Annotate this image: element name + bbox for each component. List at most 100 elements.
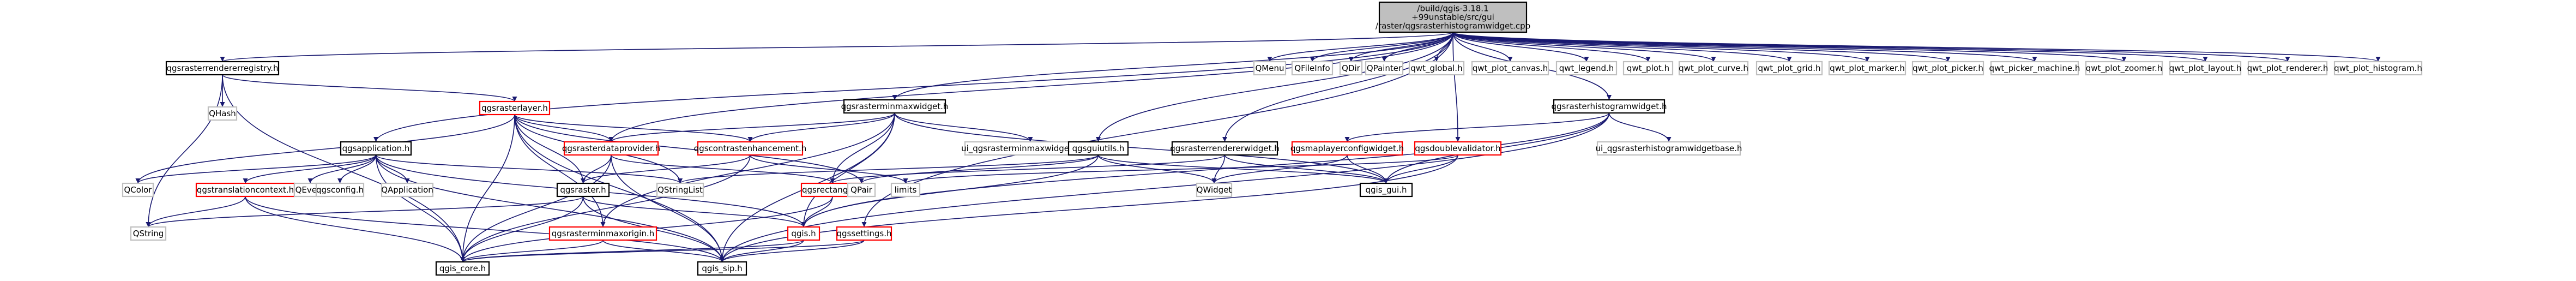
node-qgis-h[interactable]: qgis.h [787, 226, 821, 241]
node-qwt-global-h: qwt_global.h [1408, 61, 1465, 76]
edge-qgsrasterlayer-h-to-qgis-core-h [460, 114, 515, 262]
node-qgsapplication-h[interactable]: qgsapplication.h [340, 141, 412, 156]
node-label: QApplication [381, 185, 433, 195]
node-qgsguiutils-h[interactable]: qgsguiutils.h [1067, 141, 1129, 156]
node-qwt-plot-histogram-h: qwt_plot_histogram.h [2333, 61, 2423, 76]
edge-path [1222, 32, 1453, 142]
node-qgscontrastenhancement-h[interactable]: qgscontrastenhancement.h [694, 141, 807, 156]
node-label: qgsrasterhistogramwidget.h [1552, 101, 1667, 111]
node-qwt-plot-curve-h: qwt_plot_curve.h [1678, 61, 1749, 76]
node-qgsrasterhistogramwidget-h[interactable]: qgsrasterhistogramwidget.h [1552, 99, 1667, 114]
node-qcolor: QColor [122, 182, 154, 198]
node-box [1408, 61, 1465, 76]
node-label: QPair [850, 185, 873, 195]
node-layer: /build/qgis-3.18.1+99unstable/src/gui/ra… [122, 1, 2423, 276]
edge-path [582, 196, 806, 228]
node-qpainter: QPainter [1365, 61, 1404, 76]
edge-path [894, 112, 1033, 142]
node-limits: limits [890, 182, 921, 198]
node-box [340, 141, 412, 156]
node-box [315, 182, 365, 198]
edge-path [245, 196, 465, 262]
edge-qgsrectangle-h-to-qgis-h [801, 196, 833, 228]
edge-path [801, 154, 1099, 228]
edge-path [1344, 112, 1610, 142]
node-qgsrasterminmaxorigin-h[interactable]: qgsrasterminmaxorigin.h [548, 226, 657, 241]
node-qwt-plot-picker-h: qwt_plot_picker.h [1911, 61, 1984, 76]
edge-qgsrasterlayer-h-to-qgsrasterdataprovider-h [514, 114, 614, 142]
node-qgstranslationcontext-h[interactable]: qgstranslationcontext.h [195, 182, 295, 198]
edge-qgsrasterminmaxwidget-h-to-qgis-h [801, 112, 895, 228]
node-label: +99unstable/src/gui [1411, 13, 1494, 22]
node-root[interactable]: /build/qgis-3.18.1+99unstable/src/gui/ra… [1376, 1, 1530, 33]
node-qgsconfig-h: qgsconfig.h [315, 182, 365, 198]
node-label: qgsmaplayerconfigwidget.h [1290, 144, 1404, 153]
node-qapplication: QApplication [381, 182, 434, 198]
edge-path [243, 154, 377, 184]
node-label: qwt_plot_renderer.h [2247, 63, 2328, 74]
edge-path [720, 240, 804, 262]
edge-path [747, 112, 895, 142]
node-label: qgsrasterrendererwidget.h [1170, 144, 1279, 153]
node-qgis-gui-h[interactable]: qgis_gui.h [1359, 182, 1413, 198]
node-qpair: QPair [847, 182, 876, 198]
node-box [1171, 141, 1278, 156]
node-qgis-sip-h[interactable]: qgis_sip.h [697, 261, 747, 276]
edge-path [460, 196, 584, 262]
edge-root-to-qgsrasterdataprovider-h [608, 32, 1453, 142]
node-box [1359, 182, 1413, 198]
node-box [1378, 1, 1528, 33]
node-label: qwt_plot_canvas.h [1473, 63, 1548, 74]
node-box [1678, 61, 1749, 76]
node-qgsraster-h[interactable]: qgsraster.h [556, 182, 610, 198]
edge-path [1348, 32, 1453, 62]
edge-root-to-qwt-plot-layout-h [1452, 32, 2208, 62]
node-label: qgsrasterminmaxwidget.h [841, 101, 949, 111]
node-qgsrasterminmaxwidget-h[interactable]: qgsrasterminmaxwidget.h [841, 99, 949, 114]
edge-path [1452, 32, 1951, 62]
edge-qgsrasterrendererregistry-h-to-qgis-core-h [222, 74, 465, 262]
edge-layer [135, 32, 2380, 262]
edge-root-to-qgsrasterrendererwidget-h [1222, 32, 1453, 142]
edge-qgsrasterminmaxwidget-h-to-qgsrasterminmaxorigin-h [600, 112, 895, 228]
node-qgsrasterrendererregistry-h[interactable]: qgsrasterrendererregistry.h [165, 61, 280, 76]
node-label: QMenu [1256, 63, 1284, 73]
node-qwt-plot-renderer-h: qwt_plot_renderer.h [2247, 61, 2328, 76]
edge-path [460, 114, 515, 262]
node-label: qgstranslationcontext.h [197, 185, 294, 195]
edge-qgstranslationcontext-h-to-qgis-sip-h [245, 196, 725, 262]
node-label: qgsguiutils.h [1072, 144, 1125, 153]
node-qgsrasterlayer-h[interactable]: qgsrasterlayer.h [479, 100, 551, 116]
node-box [435, 261, 490, 276]
edge-root-to-qgsdoublevalidator-h [1452, 32, 1461, 142]
node-qgsrasterrendererwidget-h[interactable]: qgsrasterrendererwidget.h [1170, 141, 1280, 156]
node-label: QStringList [657, 185, 703, 195]
node-qwt-plot-canvas-h: qwt_plot_canvas.h [1471, 61, 1549, 76]
node-label: qwt_plot_marker.h [1830, 63, 1905, 74]
node-box [1555, 61, 1618, 76]
node-label: ui_qgsrasterminmaxwidgetbase.h [961, 144, 1100, 154]
node-label: limits [895, 185, 917, 195]
edge-qgsrasterrendererregistry-h-to-qgsrasterlayer-h [222, 74, 517, 102]
node-label: qwt_plot_zoomer.h [2086, 63, 2163, 74]
edge-path [1452, 32, 1716, 62]
edge-path [892, 32, 1453, 100]
node-qwt-plot-grid-h: qwt_plot_grid.h [1755, 61, 1823, 76]
edge-path [307, 154, 377, 184]
node-label: qgis_gui.h [1366, 185, 1407, 195]
node-qgis-core-h[interactable]: qgis_core.h [435, 261, 490, 276]
edge-qgsrasterminmaxwidget-h-to-qgscontrastenhancement-h [747, 112, 895, 142]
node-box [1622, 61, 1674, 76]
node-label: qwt_legend.h [1559, 63, 1614, 74]
edge-root-to-qwt-plot-h [1452, 32, 1651, 62]
node-box [1196, 182, 1233, 198]
node-qhash: QHash [207, 106, 238, 121]
edge-qgsrasterrendererwidget-h-to-qgsrectangle-h [830, 154, 1226, 184]
node-box [207, 106, 238, 121]
node-qgsdoublevalidator-h[interactable]: qgsdoublevalidator.h [1414, 141, 1502, 156]
node-qgsrasterdataprovider-h[interactable]: qgsrasterdataprovider.h [562, 141, 660, 156]
node-qgsmaplayerconfigwidget-h[interactable]: qgsmaplayerconfigwidget.h [1290, 141, 1404, 156]
node-qgssettings-h[interactable]: qgssettings.h [836, 226, 892, 241]
node-box [122, 182, 154, 198]
edge-path [135, 114, 515, 184]
